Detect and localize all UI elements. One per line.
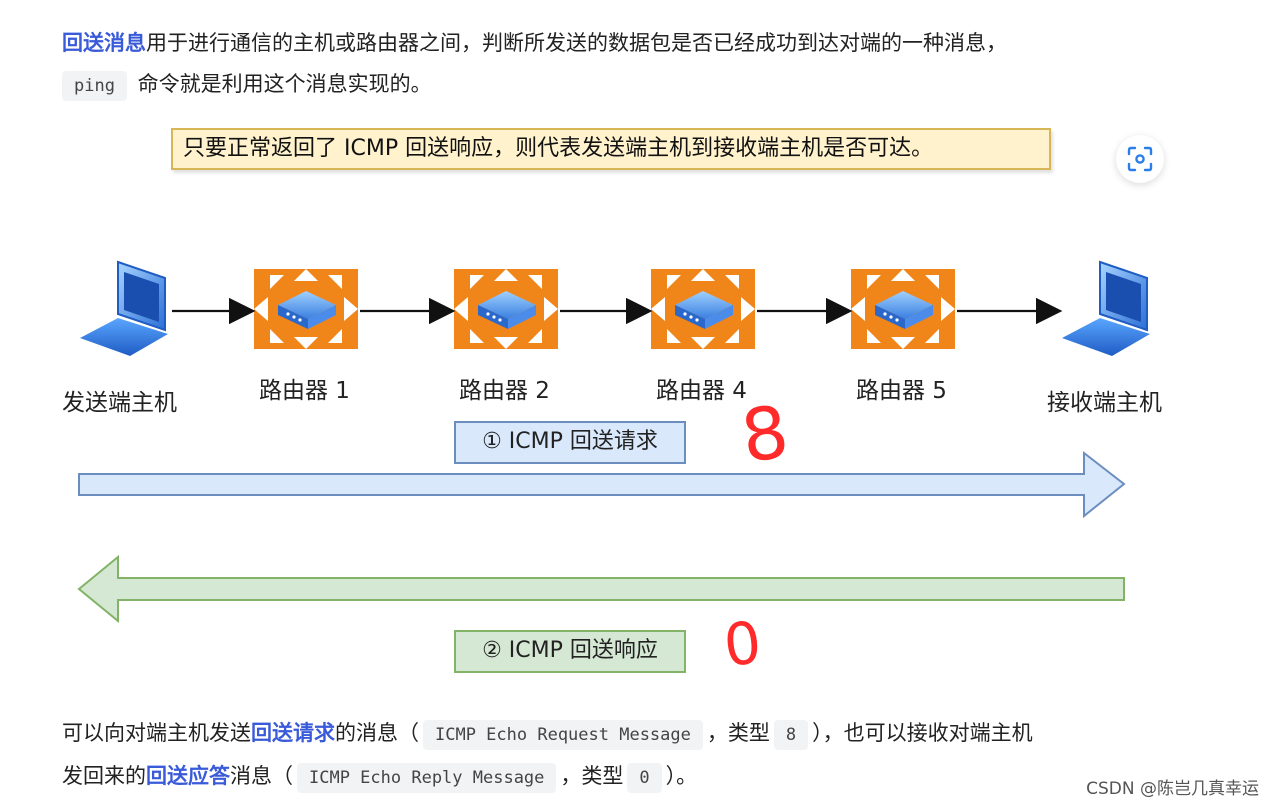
reply-arrow [77,554,1125,624]
code-echo-reply: ICMP Echo Reply Message [297,763,557,793]
outro-text-1: 可以向对端主机发送 [62,721,251,745]
code-type-0: 0 [627,763,662,793]
router-1-label: 路由器 1 [259,378,350,404]
handwritten-type-0: 0 [720,608,765,680]
code-ping: ping [62,71,127,101]
router-4-label: 路由器 4 [656,378,747,404]
outro-text-5: 发回来的 [62,764,146,788]
echo-request-label: ① ICMP 回送请求 [454,421,686,464]
router-4-icon [651,269,755,349]
term-echo-request: 回送请求 [251,721,335,745]
router-5-icon [851,269,955,349]
outro-text-7: ，类型 [560,764,624,788]
sender-laptop-icon [80,260,168,356]
outro-text-4: ），也可以接收对端主机 [812,721,1033,745]
code-echo-request: ICMP Echo Request Message [423,720,703,750]
outro-text-3: ，类型 [706,721,770,745]
sender-label: 发送端主机 [62,390,177,416]
term-echo-message: 回送消息 [62,31,146,55]
router-2-icon [454,269,558,349]
image-scan-button[interactable] [1116,135,1164,183]
term-echo-reply: 回送应答 [146,764,230,788]
outro-paragraph: 可以向对端主机发送回送请求的消息（ICMP Echo Request Messa… [62,713,1212,799]
watermark: CSDN @陈岂几真幸运 [1086,779,1259,799]
intro-text-2: 命令就是利用这个消息实现的。 [137,72,432,96]
outro-text-2: 的消息（ [335,721,419,745]
intro-paragraph: 回送消息用于进行通信的主机或路由器之间，判断所发送的数据包是否已经成功到达对端的… [62,23,1212,107]
router-2-label: 路由器 2 [459,378,550,404]
diagram-note: 只要正常返回了 ICMP 回送响应，则代表发送端主机到接收端主机是否可达。 [171,128,1051,170]
request-arrow [78,450,1126,519]
outro-text-8: ）。 [665,764,698,788]
code-type-8: 8 [773,720,809,750]
echo-reply-label: ② ICMP 回送响应 [454,630,686,673]
receiver-label: 接收端主机 [1047,390,1162,416]
intro-text-1: 用于进行通信的主机或路由器之间，判断所发送的数据包是否已经成功到达对端的一种消息… [146,31,1007,55]
router-1-icon [254,269,358,349]
outro-text-6: 消息（ [230,764,293,788]
scan-icon [1127,146,1153,172]
receiver-laptop-icon [1062,260,1150,356]
router-5-label: 路由器 5 [856,378,947,404]
